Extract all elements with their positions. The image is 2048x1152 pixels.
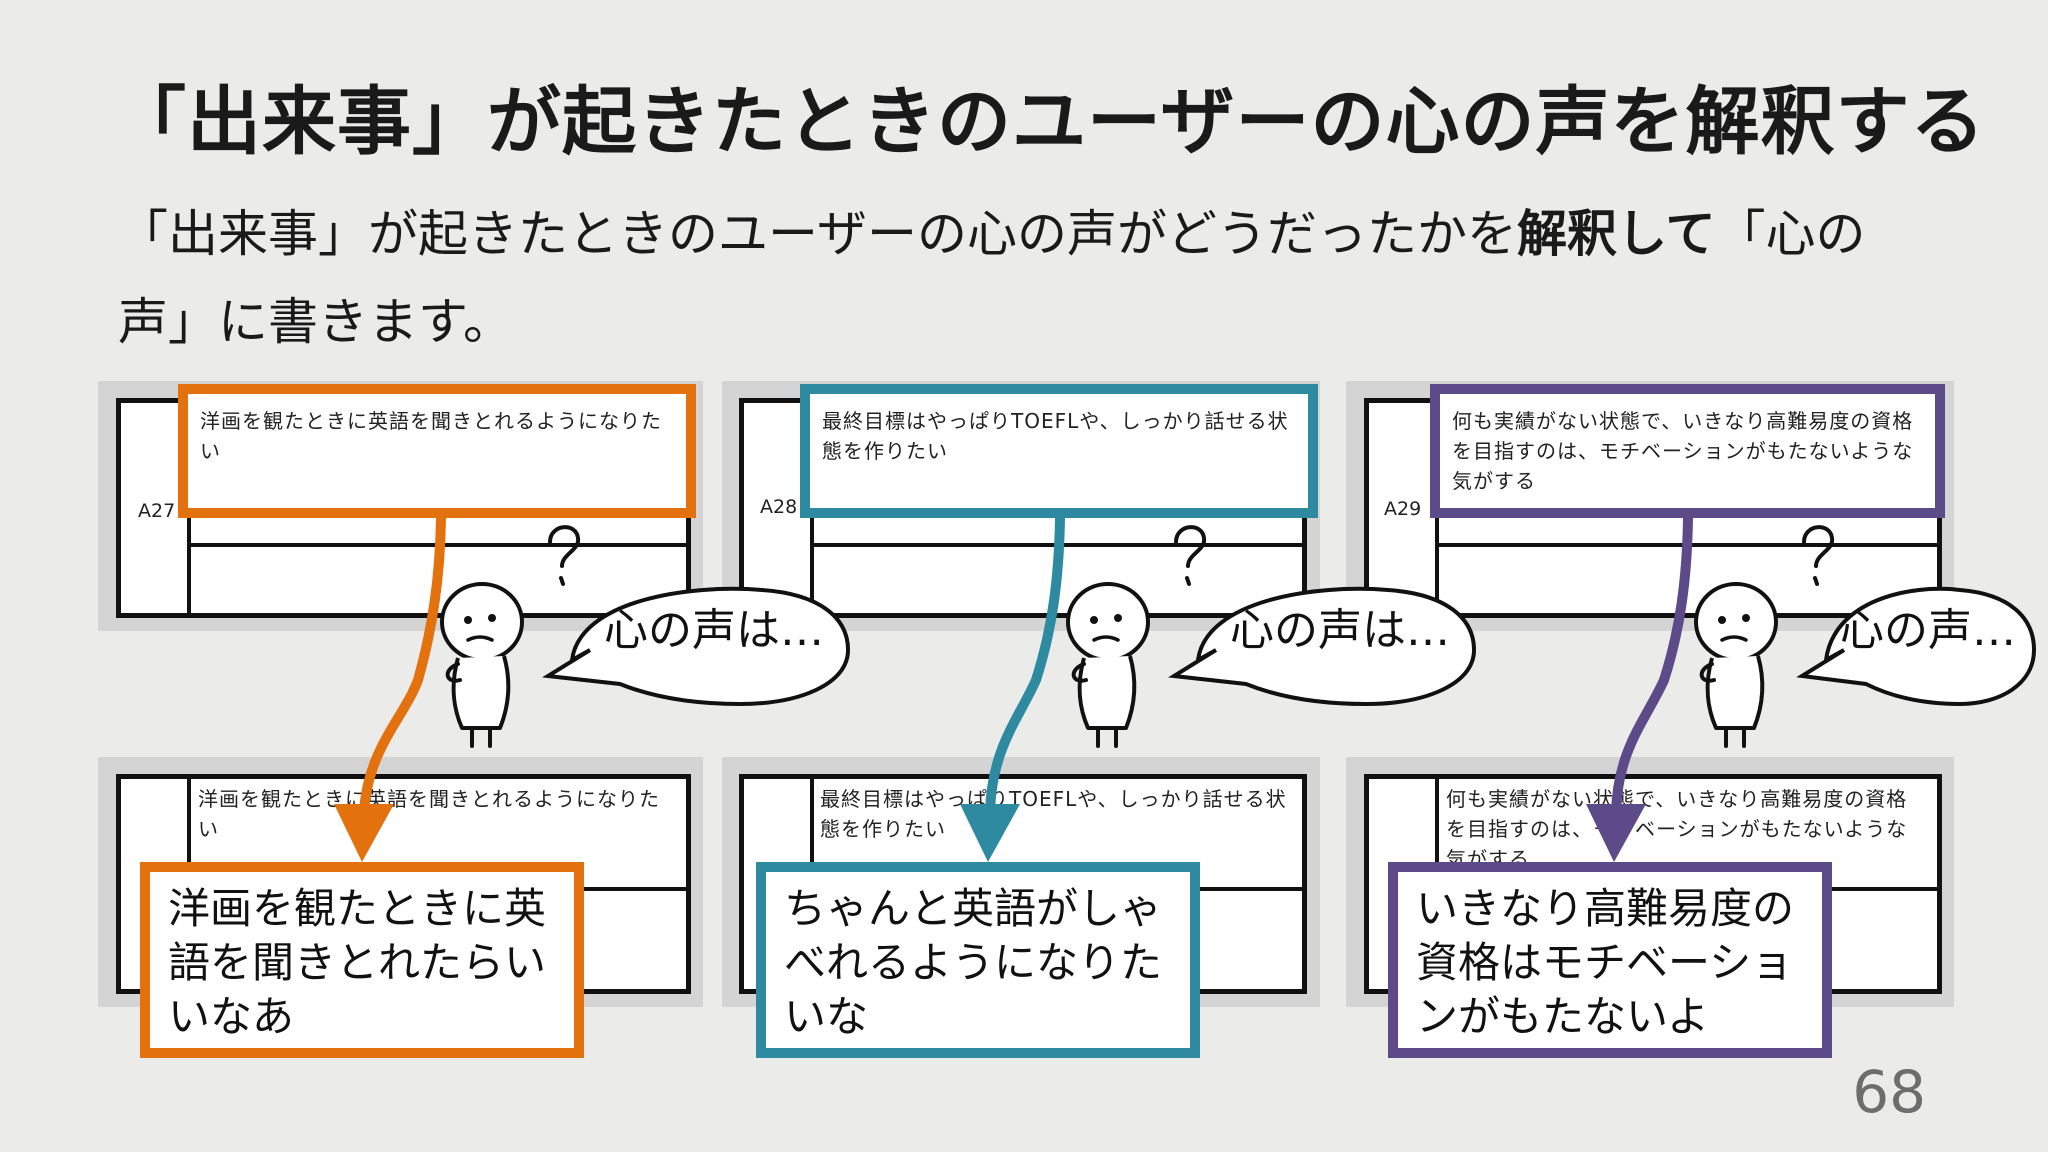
arrow-2-head bbox=[960, 804, 1020, 862]
slide-description: 「出来事」が起きたときのユーザーの心の声がどうだったかを解釈して「心の声」に書き… bbox=[118, 190, 1938, 366]
speech-bubble-2 bbox=[1168, 586, 1477, 707]
description-text-2: 「心の声」に書きます。 bbox=[118, 205, 1866, 351]
bubble-2-text: 心の声は… bbox=[1230, 605, 1450, 656]
panel-3-highlight-box: 何も実績がない状態で、いきなり高難易度の資格を目指すのは、モチベーションがもたな… bbox=[1430, 384, 1945, 518]
arrow-3-head bbox=[1586, 804, 1646, 862]
bubble-3-text: 心の声… bbox=[1840, 605, 2016, 656]
arrow-1 bbox=[359, 513, 446, 817]
panel-2-voice-text: ちゃんと英語がしゃべれるようになりたいな bbox=[784, 884, 1163, 1041]
arrow-3 bbox=[1611, 513, 1693, 817]
thinking-person-3-icon bbox=[1694, 525, 1835, 748]
speech-bubble-1 bbox=[542, 586, 851, 707]
description-bold: 解釈して bbox=[1517, 205, 1716, 263]
panel-2-row-id: A28 bbox=[760, 496, 798, 518]
arrow-1-head bbox=[334, 804, 394, 862]
description-text-1: 「出来事」が起きたときのユーザーの心の声がどうだったかを bbox=[118, 205, 1517, 263]
panel-2-highlight-box: 最終目標はやっぱりTOEFLや、しっかり話せる状態を作りたい bbox=[800, 384, 1318, 518]
panel-1-row-id: A27 bbox=[138, 500, 176, 522]
thinking-person-2-icon bbox=[1066, 525, 1207, 748]
panel-2-voice-box: ちゃんと英語がしゃべれるようになりたいな bbox=[756, 862, 1200, 1058]
panel-1-highlight-box: 洋画を観たときに英語を聞きとれるようになりたい bbox=[178, 384, 696, 518]
panel-3-event-text: 何も実績がない状態で、いきなり高難易度の資格を目指すのは、モチベーションがもたな… bbox=[1452, 409, 1914, 493]
panel-1-lower-event-text: 洋画を観たときに英語を聞きとれるようになりたい bbox=[198, 787, 660, 841]
panel-2-event-text: 最終目標はやっぱりTOEFLや、しっかり話せる状態を作りたい bbox=[822, 409, 1289, 463]
page-number: 68 bbox=[1852, 1058, 1926, 1126]
panel-1-voice-box: 洋画を観たときに英語を聞きとれたらいいなあ bbox=[140, 862, 584, 1058]
panel-2-lower-event-text: 最終目標はやっぱりTOEFLや、しっかり話せる状態を作りたい bbox=[820, 787, 1287, 841]
panel-1-event-text: 洋画を観たときに英語を聞きとれるようになりたい bbox=[200, 409, 662, 463]
panel-3-voice-text: いきなり高難易度の資格はモチベーションがもたないよ bbox=[1416, 884, 1795, 1041]
panel-3-row-id: A29 bbox=[1384, 498, 1422, 520]
arrow-2 bbox=[985, 513, 1065, 817]
slide-title: 「出来事」が起きたときのユーザーの心の声を解釈する bbox=[112, 79, 1986, 165]
panel-3-voice-box: いきなり高難易度の資格はモチベーションがもたないよ bbox=[1388, 862, 1832, 1058]
bubble-1-text: 心の声は… bbox=[604, 605, 824, 656]
speech-bubble-3 bbox=[1796, 586, 2037, 707]
panel-1-voice-text: 洋画を観たときに英語を聞きとれたらいいなあ bbox=[168, 884, 547, 1041]
thinking-person-1-icon bbox=[440, 525, 581, 748]
panel-3-lower-event-text: 何も実績がない状態で、いきなり高難易度の資格を目指すのは、モチベーションがもたな… bbox=[1446, 787, 1908, 871]
